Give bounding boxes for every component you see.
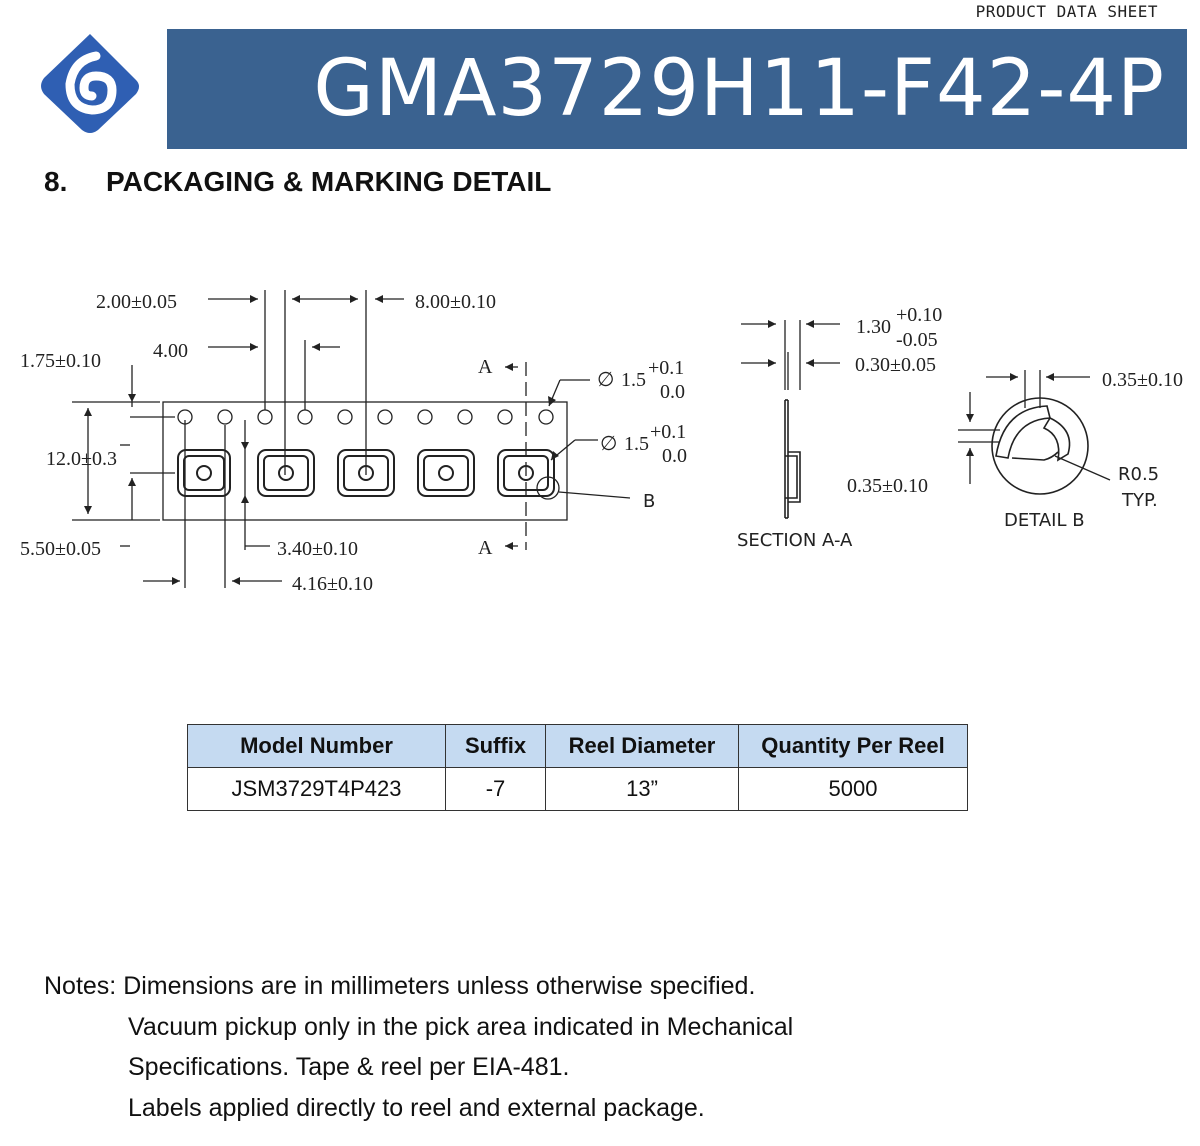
title-banner: GMA3729H11-F42-4P <box>167 29 1187 149</box>
dim-detail-035-left: 0.35±0.10 <box>847 475 928 497</box>
sprocket-holes <box>177 409 554 425</box>
dim-thick-030: 0.30±0.05 <box>855 354 936 376</box>
dim-pocket-416: 4.16±0.10 <box>292 573 373 595</box>
col-suffix: Suffix <box>445 724 546 768</box>
section-a-a-profile <box>784 399 801 519</box>
dim-thick-130-minus: -0.05 <box>896 329 938 351</box>
col-reel-diameter: Reel Diameter <box>545 724 739 768</box>
doc-type-label: PRODUCT DATA SHEET <box>975 2 1158 21</box>
part-number-title: GMA3729H11-F42-4P <box>313 44 1165 134</box>
hole-diameter-top: ∅ 1.5 +0.1 0.0 <box>597 357 685 403</box>
carrier-tape <box>162 401 568 521</box>
section-a-a-title: SECTION A-A <box>737 530 853 551</box>
hole-dia-value: 1.5 <box>621 369 646 391</box>
notes-block: Notes: Dimensions are in millimeters unl… <box>44 966 793 1128</box>
cell-reel-diameter: 13” <box>545 767 739 811</box>
cell-model-number: JSM3729T4P423 <box>187 767 446 811</box>
radius-note: TYP. <box>1121 490 1158 511</box>
radius-label: R0.5 <box>1118 464 1159 485</box>
tape-drawing: 2.00±0.05 8.00±0.10 4.00 1.75±0.10 12.0±… <box>20 290 1183 595</box>
section-title: PACKAGING & MARKING DETAIL <box>106 166 552 197</box>
dim-edge-175: 1.75±0.10 <box>20 350 101 372</box>
hole-diameter-bottom: ∅ 1.5 +0.1 0.0 <box>600 421 687 467</box>
detail-b-marker-label: B <box>643 491 655 512</box>
note-line: Labels applied directly to reel and exte… <box>128 1093 705 1122</box>
section-a-top-label: A <box>478 356 493 378</box>
dim-thick-130: 1.30 <box>856 316 891 338</box>
cell-suffix: -7 <box>445 767 546 811</box>
section-a-bottom-label: A <box>478 537 493 559</box>
col-model-number: Model Number <box>187 724 446 768</box>
hole-tol-plus: +0.1 <box>648 357 684 379</box>
note-line: Specifications. Tape & reel per EIA-481. <box>128 1053 570 1081</box>
cell-quantity-per-reel: 5000 <box>738 767 968 811</box>
diameter-icon: ∅ <box>597 369 614 391</box>
note-line: Vacuum pickup only in the pick area indi… <box>128 1012 794 1041</box>
company-logo-icon <box>41 34 139 133</box>
detail-b-title: DETAIL B <box>1004 510 1085 531</box>
detail-b-marker-circle <box>536 476 560 500</box>
dim-offset-550: 5.50±0.05 <box>20 538 101 560</box>
note-line: Notes: Dimensions are in millimeters unl… <box>44 972 756 1000</box>
hole-tol-minus: 0.0 <box>660 381 685 403</box>
dim-detail-035-top: 0.35±0.10 <box>1102 369 1183 391</box>
section-heading: 8. PACKAGING & MARKING DETAIL <box>44 166 551 198</box>
section-number: 8. <box>44 166 68 197</box>
detail-b-view <box>991 397 1089 495</box>
dim-width-12: 12.0±0.3 <box>46 448 117 470</box>
dim-pitch-2: 2.00±0.05 <box>96 291 177 313</box>
packaging-table: Model Number Suffix Reel Diameter Quanti… <box>187 724 968 811</box>
dim-thick-130-plus: +0.10 <box>896 304 942 326</box>
col-quantity-per-reel: Quantity Per Reel <box>738 724 968 768</box>
dim-pitch-4: 4.00 <box>153 340 188 362</box>
dim-pitch-8: 8.00±0.10 <box>415 291 496 313</box>
table-header-row: Model Number Suffix Reel Diameter Quanti… <box>187 724 968 768</box>
hole-tol-plus: +0.1 <box>650 421 686 443</box>
hole-dia-value: 1.5 <box>624 433 649 455</box>
hole-tol-minus: 0.0 <box>662 445 687 467</box>
table-row: JSM3729T4P423 -7 13” 5000 <box>187 767 968 811</box>
component-pockets <box>177 449 555 497</box>
dim-pocket-340: 3.40±0.10 <box>277 538 358 560</box>
diameter-icon: ∅ <box>600 433 617 455</box>
